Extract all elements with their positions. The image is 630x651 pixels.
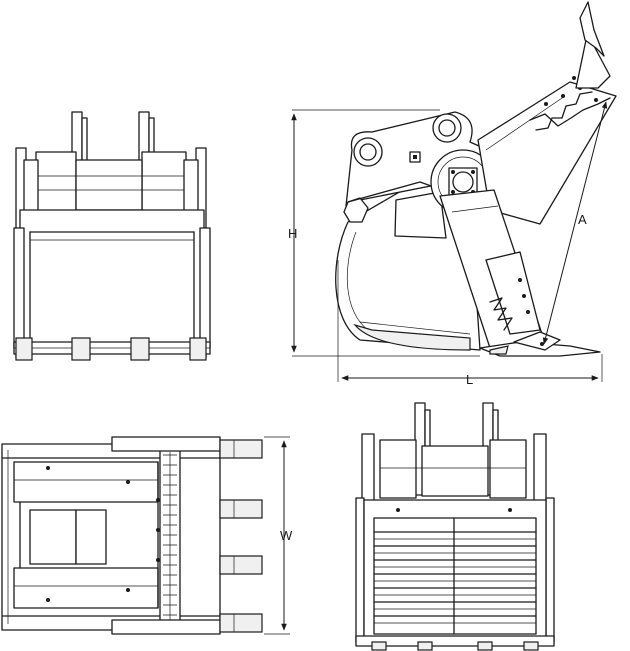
- length-label: L: [466, 372, 473, 387]
- width-label: W: [280, 528, 293, 543]
- rear-view: [355, 402, 555, 651]
- arm-label: A: [578, 212, 587, 227]
- top-view: [1, 436, 263, 635]
- dimension-lines: [264, 101, 608, 635]
- front-view: [13, 111, 211, 361]
- height-label: H: [288, 226, 297, 241]
- side-view: [335, 1, 617, 357]
